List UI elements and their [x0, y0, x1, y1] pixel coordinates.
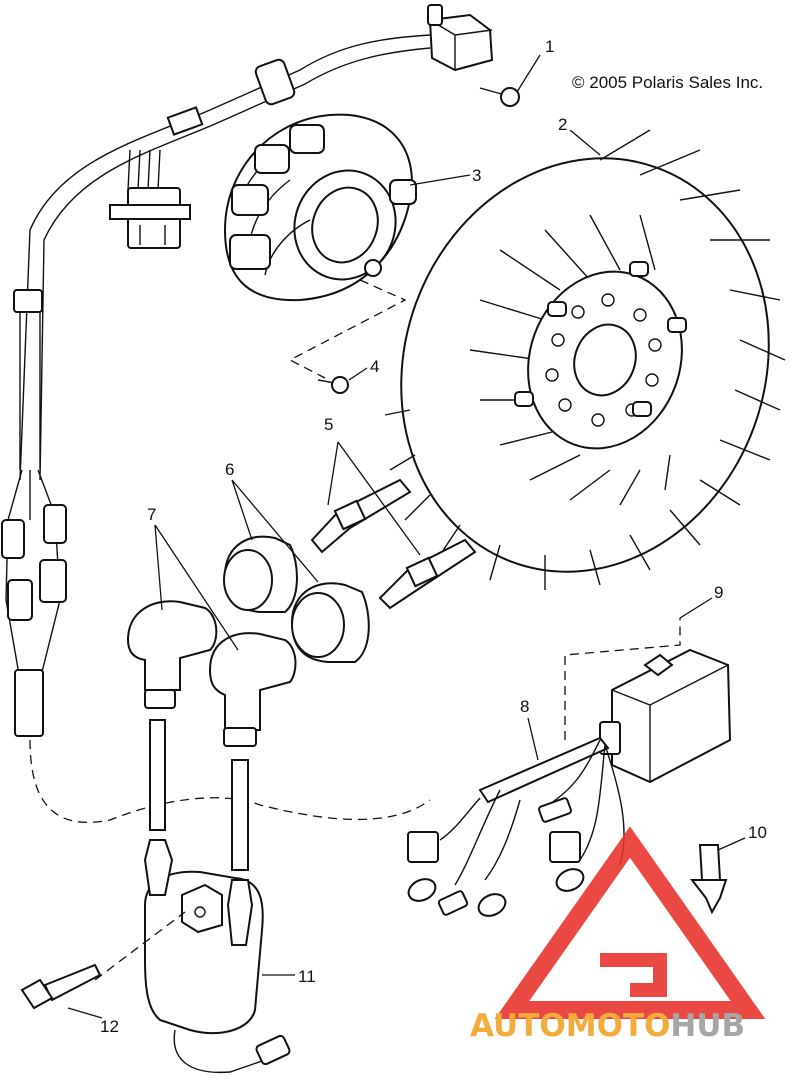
plug-seal-part-6 — [223, 535, 370, 663]
ignition-coil-part-11 — [143, 839, 291, 1074]
wire-harness-part-8 — [407, 736, 625, 917]
callout-4: 4 — [370, 357, 379, 376]
callout-7: 7 — [147, 505, 156, 524]
spark-plug-part-5 — [310, 478, 477, 610]
watermark-inner-mark — [600, 953, 667, 997]
copyright-notice: © 2005 Polaris Sales Inc. — [572, 73, 763, 92]
callout-6: 6 — [225, 460, 234, 479]
svg-text:AUTOMOTOHUB: AUTOMOTOHUB — [470, 1008, 745, 1044]
plug-cap-part-7 — [126, 600, 297, 747]
stator-part-3 — [223, 113, 417, 302]
callout-9: 9 — [714, 583, 723, 602]
watermark-triangle — [494, 826, 766, 1019]
stator-wire-harness — [1, 34, 431, 824]
callout-3: 3 — [472, 166, 481, 185]
callout-1: 1 — [545, 37, 554, 56]
screw-part-1 — [479, 87, 520, 107]
automotohub-watermark: AUTOMOTOHUB — [470, 826, 766, 1044]
coil-bolt-part-12 — [20, 963, 102, 1010]
clip-part-10 — [689, 844, 728, 915]
wire-connector-top — [427, 4, 494, 72]
grommet — [254, 58, 296, 106]
callout-2: 2 — [558, 115, 567, 134]
callout-11: 11 — [298, 967, 316, 986]
flywheel-part-2 — [384, 129, 786, 590]
callout-8: 8 — [520, 697, 529, 716]
callout-12: 12 — [100, 1017, 119, 1036]
watermark-hub: HUB — [670, 1008, 745, 1044]
stator-connector — [109, 149, 191, 249]
callout-10: 10 — [748, 823, 767, 842]
watermark-auto: AUTO — [470, 1008, 566, 1044]
watermark-moto: MOTO — [566, 1008, 671, 1044]
cdi-module-part-9 — [599, 648, 732, 784]
callout-5: 5 — [324, 415, 333, 434]
screw-part-4 — [317, 376, 349, 394]
